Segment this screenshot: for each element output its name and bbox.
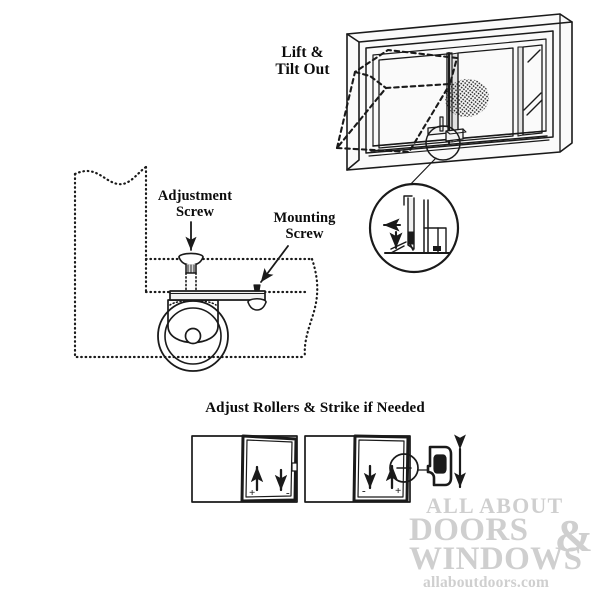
detail-callout-circle-small	[425, 125, 461, 161]
left-minus-sign: -	[286, 487, 290, 499]
roller-adjust-detail-magnifier	[368, 182, 460, 274]
watermark-url: allaboutdoors.com	[423, 574, 550, 591]
watermark-line-2: DOORS	[409, 512, 529, 548]
lift-tilt-line-1: Lift &	[281, 44, 324, 61]
lift-and-tilt-out-label: Lift & Tilt Out	[250, 44, 355, 79]
watermark-ampersand: &	[554, 510, 593, 561]
adjust-rollers-title: Adjust Rollers & Strike if Needed	[205, 400, 425, 416]
adjust-rollers-illustration: + - - +	[191, 434, 466, 503]
roller-assembly-illustration	[73, 165, 319, 372]
lift-tilt-line-2: Tilt Out	[275, 61, 330, 79]
window-removal-illustration	[335, 13, 573, 274]
adjustment-screw-label: Adjustment Screw	[140, 188, 250, 220]
roller-wheel	[157, 300, 229, 372]
adjustment-screw-part	[178, 252, 204, 292]
mounting-screw-label: Mounting Screw	[252, 210, 357, 242]
right-minus-sign: -	[362, 485, 366, 497]
strike-callout-circle	[389, 453, 419, 483]
mounting-screw-line-1: Mounting	[273, 210, 336, 226]
mounting-plate	[169, 290, 266, 301]
right-plus-sign: +	[395, 485, 401, 497]
adjustment-screw-line-2: Screw	[175, 204, 215, 221]
watermark-line-1: ALL ABOUT	[426, 493, 564, 518]
glass-reflection-lines	[523, 49, 543, 116]
roller-adjust-left-view: + -	[191, 434, 298, 503]
mounting-screw-part	[247, 284, 267, 311]
mounting-screw-line-2: Screw	[285, 226, 324, 243]
roller-adjust-right-view: - +	[304, 434, 431, 503]
watermark-logo: ALL ABOUT DOORS WINDOWS allaboutdoors.co…	[409, 495, 595, 593]
mounting-screw-arrow	[260, 245, 289, 283]
screen-mesh-oval	[445, 78, 489, 118]
adjustment-screw-line-1: Adjustment	[157, 188, 233, 204]
watermark-line-3: WINDOWS	[409, 541, 583, 577]
strike-keeper-detail	[426, 434, 466, 489]
tilted-sash-dashed-outline	[335, 48, 459, 154]
left-plus-sign: +	[249, 487, 255, 499]
